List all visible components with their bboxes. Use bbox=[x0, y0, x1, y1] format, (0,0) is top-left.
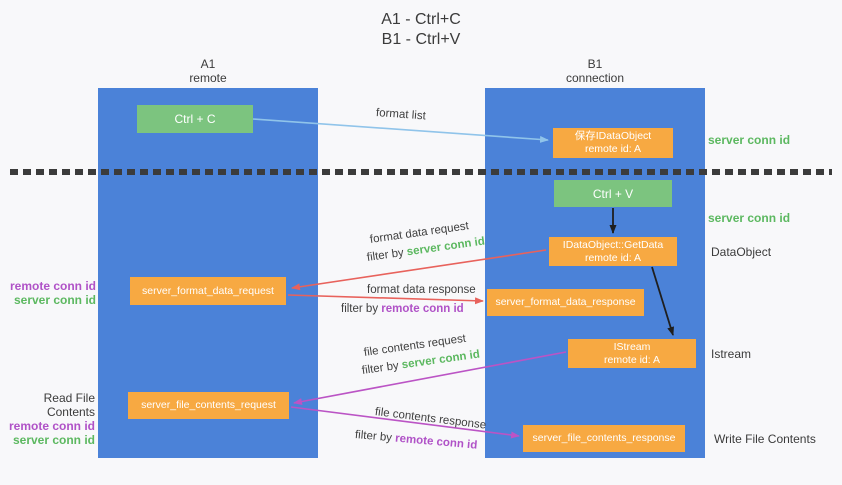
node-server-file-contents-response: server_file_contents_response bbox=[523, 425, 685, 452]
node-istream: IStream remote id: A bbox=[568, 339, 696, 368]
remote-conn-id-label-mid: remote conn id bbox=[9, 279, 96, 293]
lane-b1-name: B1 bbox=[587, 57, 603, 71]
server-conn-id-label-left-bottom: server conn id bbox=[12, 433, 95, 447]
save-idataobject-line1: 保存IDataObject bbox=[574, 130, 652, 142]
ctrl-c-label: Ctrl + C bbox=[174, 112, 216, 126]
getdata-line2: remote id: A bbox=[584, 251, 641, 264]
format-request-label: server_format_data_request bbox=[142, 284, 274, 297]
server-conn-id-label-top: server conn id bbox=[708, 133, 791, 147]
node-save-idataobject: 保存IDataObject remote id: A bbox=[553, 128, 673, 158]
remote-conn-id-label-bottom: remote conn id bbox=[8, 419, 95, 433]
diagram-title: A1 - Ctrl+C B1 - Ctrl+V bbox=[0, 10, 842, 50]
ctrl-v-label: Ctrl + V bbox=[592, 186, 634, 201]
save-idataobject-line2: remote id: A bbox=[584, 143, 641, 155]
node-server-file-contents-request: server_file_contents_request bbox=[128, 392, 289, 419]
filter-by-text: filter by bbox=[361, 359, 400, 377]
dataobject-label: DataObject bbox=[711, 245, 772, 259]
file-response-label: server_file_contents_response bbox=[532, 432, 676, 444]
read-file-contents-label: Read File Contents bbox=[43, 391, 95, 419]
file-request-label: server_file_contents_request bbox=[141, 399, 276, 411]
node-ctrl-v: Ctrl + V bbox=[554, 180, 672, 207]
lane-header-b1: B1 connection bbox=[485, 57, 705, 85]
write-file-contents-label: Write File Contents bbox=[714, 432, 816, 446]
node-server-format-data-request: server_format_data_request bbox=[130, 277, 286, 305]
left-conn-id-block-mid: remote conn id server conn id bbox=[0, 279, 96, 307]
title-line-2: B1 - Ctrl+V bbox=[381, 31, 461, 48]
lane-b1-subtitle: connection bbox=[565, 71, 625, 85]
filter-by-text: filter by bbox=[366, 246, 405, 264]
istream-line2: remote id: A bbox=[603, 353, 661, 366]
left-conn-id-block-bottom: Read File Contents remote conn id server… bbox=[0, 391, 95, 447]
server-conn-id-label-mid: server conn id bbox=[708, 211, 791, 225]
server-conn-id-label-left-mid: server conn id bbox=[13, 293, 96, 307]
filter-by-text: filter by bbox=[354, 429, 393, 445]
lane-a1-subtitle: remote bbox=[189, 71, 227, 85]
node-server-format-data-response: server_format_data_response bbox=[487, 289, 644, 316]
remote-conn-id-filter-text: remote conn id bbox=[394, 432, 478, 452]
node-ctrl-c: Ctrl + C bbox=[137, 105, 253, 133]
filter-by-remote-conn-id-label-1: filter by remote conn id bbox=[341, 303, 464, 315]
istream-line1: IStream bbox=[613, 340, 651, 353]
lane-header-a1: A1 remote bbox=[98, 57, 318, 85]
title-line-1: A1 - Ctrl+C bbox=[381, 11, 461, 28]
lane-a1-name: A1 bbox=[200, 57, 216, 71]
istream-side-label: Istream bbox=[711, 347, 752, 361]
file-contents-response-edge-label: file contents response bbox=[374, 406, 487, 432]
format-list-edge-label: format list bbox=[375, 107, 427, 123]
filter-by-text: filter by bbox=[341, 303, 379, 315]
filter-by-remote-conn-id-label-2: filter by remote conn id bbox=[354, 429, 477, 452]
format-data-response-edge-label: format data response bbox=[367, 284, 476, 296]
node-idataobject-getdata: IDataObject::GetData remote id: A bbox=[549, 237, 677, 266]
remote-conn-id-filter-text: remote conn id bbox=[381, 303, 464, 315]
session-divider-dashed-line bbox=[10, 169, 832, 175]
format-response-label: server_format_data_response bbox=[495, 296, 636, 308]
getdata-line1: IDataObject::GetData bbox=[562, 238, 664, 251]
